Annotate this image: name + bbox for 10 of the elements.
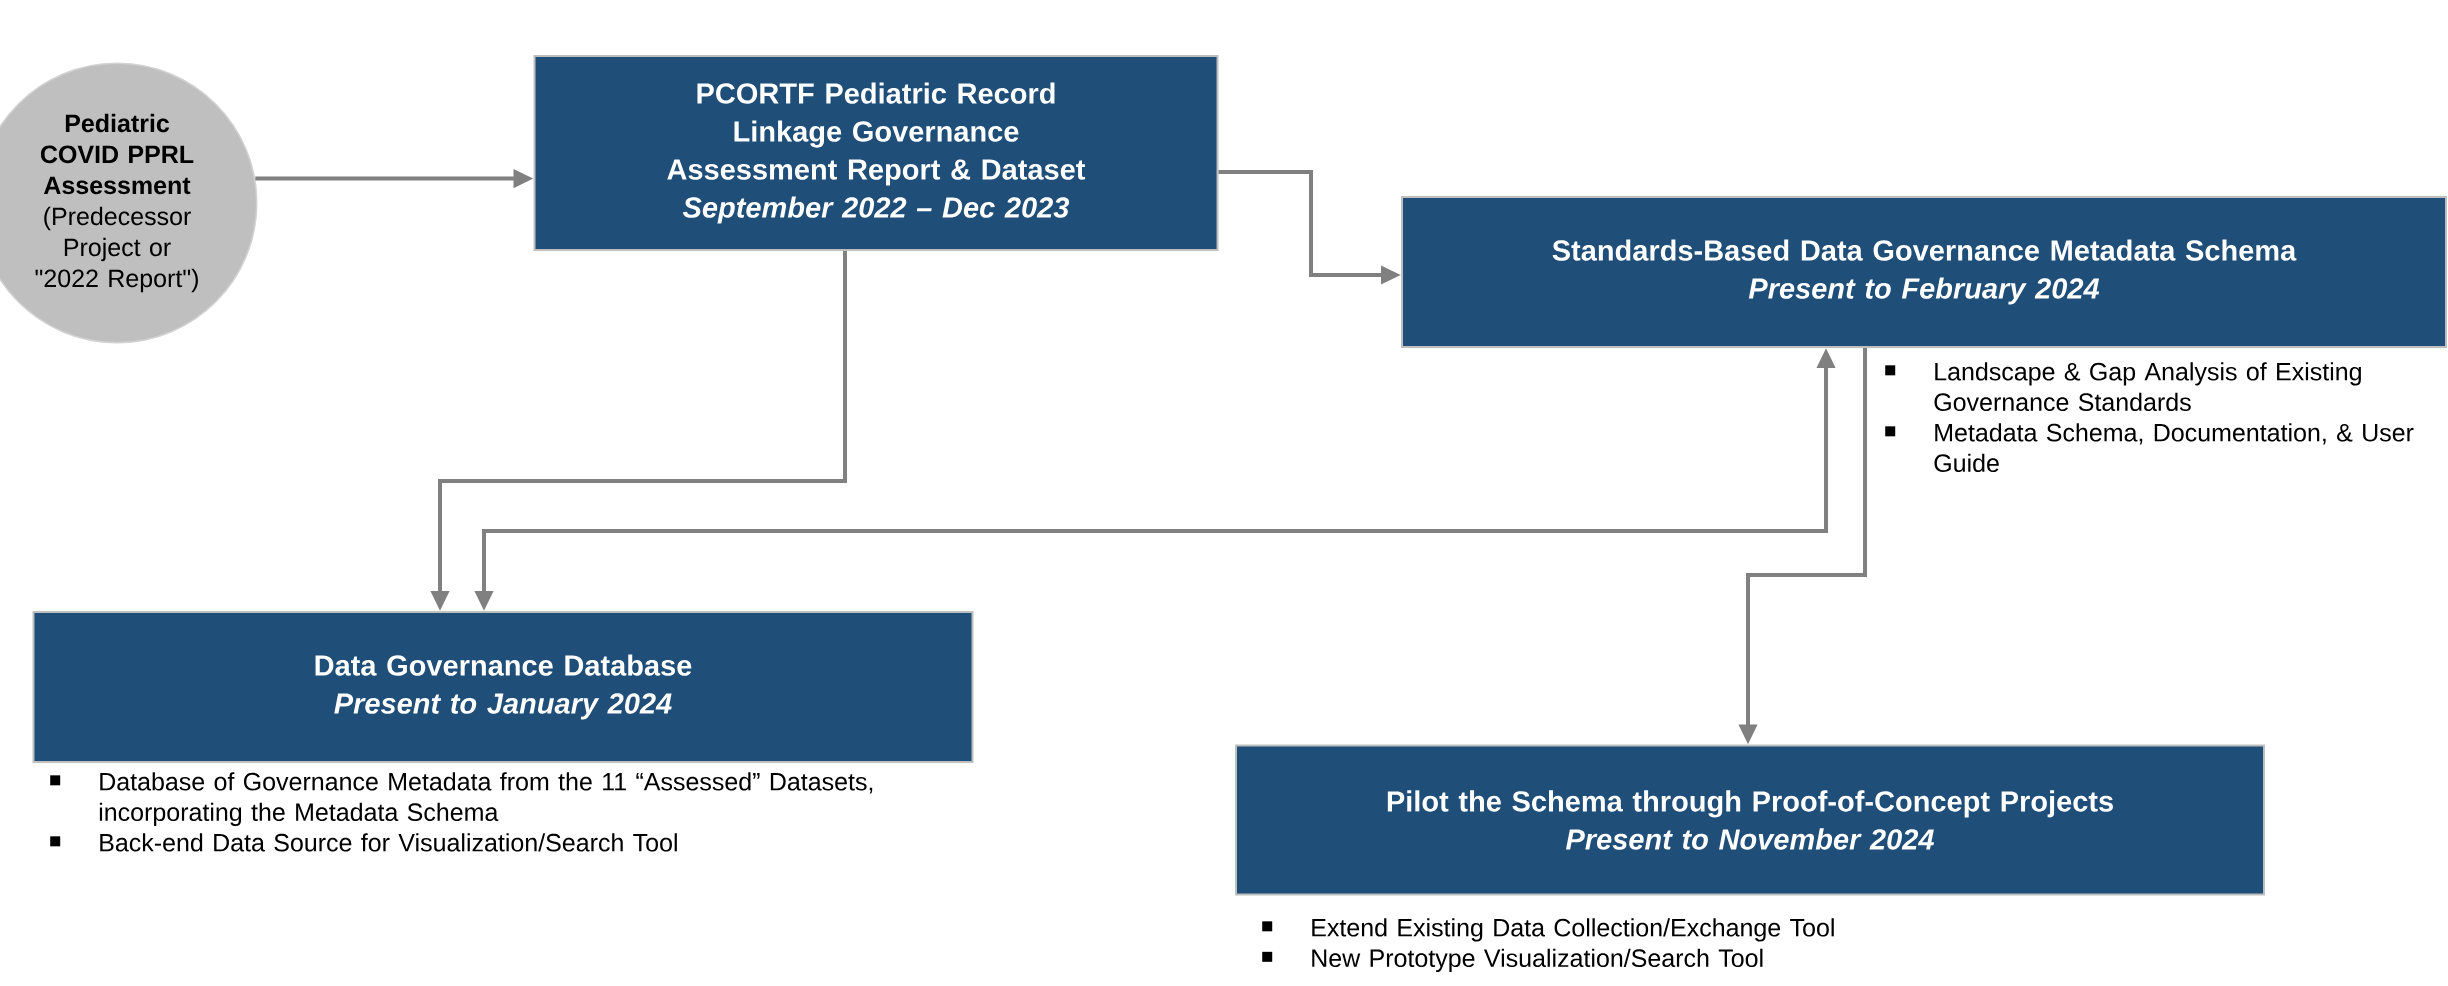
bullet-item: Metadata Schema, Documentation, & User Guide	[1885, 423, 2414, 473]
bullet-item: Database of Governance Metadata from the 11 “Assessed” Datasets, incorporating the Metadata Schema	[50, 772, 873, 826]
process-box: Standards-Based Data Governance Metadata Schema Present to February 2024	[1401, 196, 2448, 348]
process-box: PCORTF Pediatric Record Linkage Governance Assessment Report & Dataset September 2022 – Dec 2023	[533, 55, 1219, 251]
bullet-item: New Prototype Visualization/Search Tool	[1262, 948, 1763, 972]
bullet-item: Extend Existing Data Collection/Exchange Tool	[1262, 918, 1834, 942]
process-box: Data Governance Database Present to January 2024	[32, 611, 974, 763]
process-box: Pilot the Schema through Proof-of-Concept Projects Present to November 2024	[1235, 744, 2266, 896]
bullet-item: Back-end Data Source for Visualization/Search Tool	[50, 833, 677, 852]
bullet-item: Landscape & Gap Analysis of Existing Governance Standards	[1885, 362, 2361, 412]
